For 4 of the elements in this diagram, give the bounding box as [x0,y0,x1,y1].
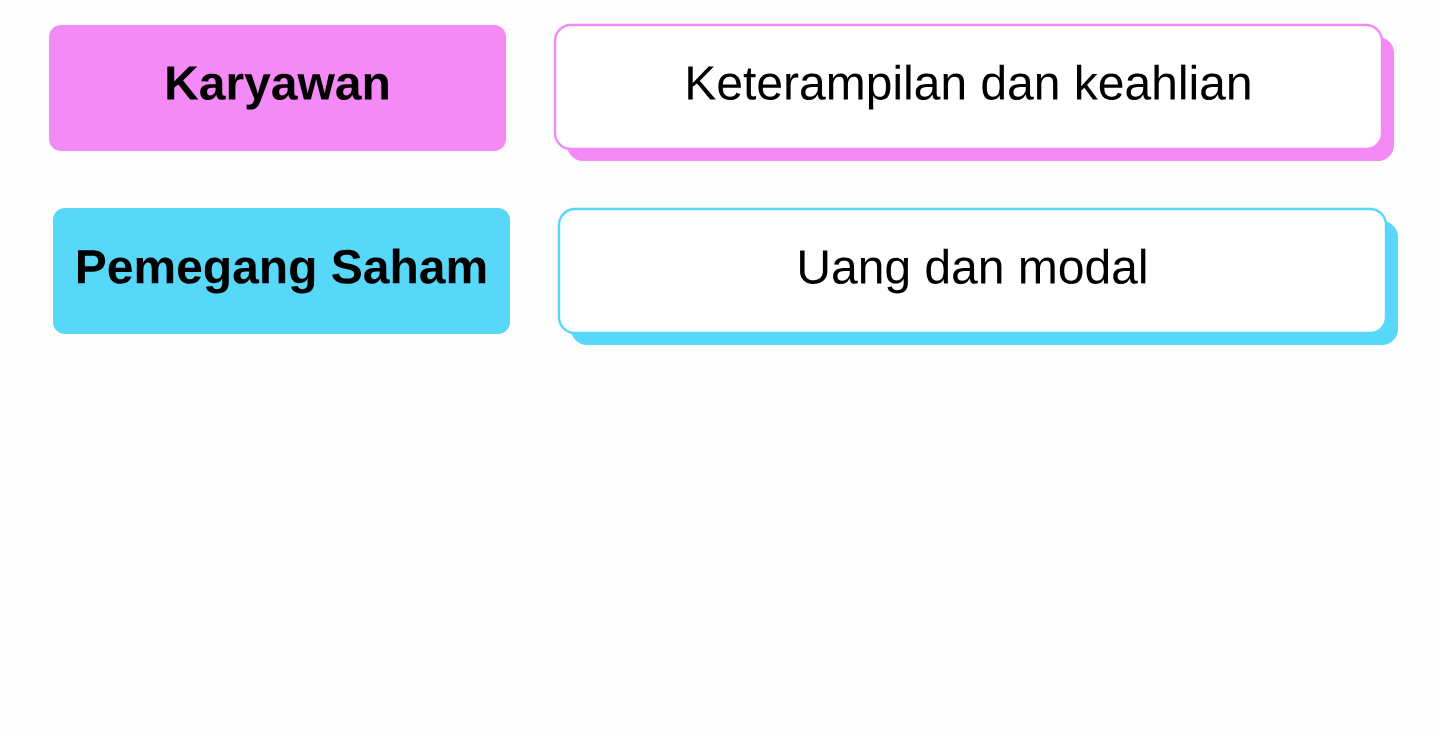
text-card: Keterampilan dan keahlian [553,23,1394,161]
text-card: Uang dan modal [557,207,1398,345]
label-box: Karyawan [49,25,506,151]
label-box: Pemegang Saham [53,208,510,334]
